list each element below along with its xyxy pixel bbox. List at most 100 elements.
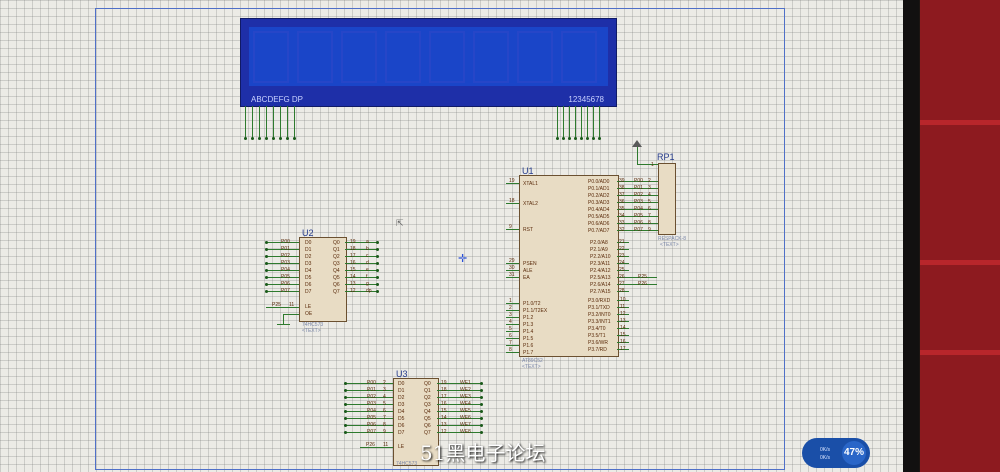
u2-input-wire [266,263,299,264]
u3-output-name: Q2 [424,395,431,401]
u1-pin-number: 9 [509,224,512,230]
u1-port2-wire [617,284,629,285]
u3-input-net: P03 [367,401,376,407]
u3-input-net: P02 [367,394,376,400]
u3-output-net: WE1 [460,380,471,386]
lcd-seg-wire [259,106,260,138]
u3-output-net: WE2 [460,387,471,393]
pin-dot [376,290,379,293]
u1-pin-wire [506,270,519,271]
u2-output-net: dp [366,288,372,294]
u2-input-wire [266,284,299,285]
u1-port3-number: 13 [620,318,626,324]
lcd-digit-wire [599,106,600,138]
u1-port3-number: 14 [620,325,626,331]
lcd-digit-wire [563,106,564,138]
u2-latch[interactable] [299,237,347,322]
u2-input-name: D1 [305,247,312,253]
pin-dot [598,137,601,140]
pin-dot [480,403,483,406]
u3-output-net: WE3 [460,394,471,400]
u3-le-number: 11 [383,442,389,448]
cursor-crosshair-icon: ✛ [458,253,468,265]
u3-input-wire [345,397,393,398]
u2-input-net: P04 [281,267,290,273]
segment-label: ABCDEFG DP [251,95,304,104]
u1-port2-net: P26 [638,281,647,287]
u3-input-name: D7 [398,430,405,436]
u1-port2-number: 22 [619,246,625,252]
u3-output-number: 14 [441,415,447,421]
u1-pin-wire [506,277,519,278]
u1-port0-name: P0.0/AD0 [588,179,610,185]
network-speed-widget[interactable]: 0K/s 0K/s 47% [802,438,870,468]
u2-le-wire [266,307,299,308]
pin-dot [480,410,483,413]
pin-dot [293,137,296,140]
rp1-ref: RP1 [657,152,675,162]
pin-dot [480,382,483,385]
u2-output-number: 16 [350,260,356,266]
u1-port0-net: P06 [634,220,643,226]
pin-dot [265,137,268,140]
u1-port0-net: P02 [634,192,643,198]
u1-pin-name: P1.0/T2 [523,301,541,307]
u1-port0-name: P0.3/AD3 [588,200,610,206]
u1-port2-name: P2.6/A14 [590,282,611,288]
pin-dot [265,269,268,272]
rp1-pin-number: 9 [648,227,651,233]
rp1-part: RESPACK-8 [658,236,686,242]
u2-input-wire [266,291,299,292]
u1-pin-number: 6 [509,333,512,339]
u2-input-wire [266,270,299,271]
u1-port0-number: 39 [619,178,625,184]
upload-speed: 0K/s [820,447,831,453]
u1-chip[interactable] [519,175,619,357]
u3-input-name: D1 [398,388,405,394]
u2-output-name: Q1 [333,247,340,253]
lcd-seg-wire [273,106,274,138]
u3-input-wire [345,404,393,405]
u2-output-net: g [366,281,369,287]
u2-input-name: D6 [305,282,312,288]
u1-port3-wire [617,300,629,301]
digit-6 [473,31,509,83]
digit-8 [561,31,597,83]
u1-pin-name: P1.7 [523,350,534,356]
rp1-pin-number: 4 [648,192,651,198]
u3-latch[interactable] [393,378,439,466]
seven-segment-display[interactable]: ABCDEFG DP 12345678 [240,18,617,107]
u1-port3-number: 17 [620,346,626,352]
lcd-seg-wire [252,106,253,138]
lcd-seg-wire [245,106,246,138]
pin-dot [344,382,347,385]
u2-output-number: 15 [350,267,356,273]
u3-output-net: WE6 [460,415,471,421]
u1-port2-net-wire [629,284,657,285]
rp1-pin-number: 2 [648,178,651,184]
u3-input-name: D2 [398,395,405,401]
rp1-resistor-pack[interactable] [658,163,676,235]
rp1-pin-number: 6 [648,206,651,212]
u1-pin-wire [506,317,519,318]
u2-input-name: D0 [305,240,312,246]
u3-ref: U3 [396,369,408,379]
u3-output-number: 19 [441,380,447,386]
u1-pin-wire [506,324,519,325]
u3-input-wire [345,425,393,426]
vcc-wire [637,145,638,165]
u1-port0-net: P05 [634,213,643,219]
pin-dot [265,248,268,251]
u1-port0-number: 37 [619,192,625,198]
u3-input-name: D4 [398,409,405,415]
pin-dot [279,137,282,140]
schematic-canvas[interactable]: ABCDEFG DP 12345678 U1 AT89C52 <TEXT> 19… [0,0,905,472]
u3-input-name: D3 [398,402,405,408]
u1-port3-wire [617,328,629,329]
lcd-seg-wire [266,106,267,138]
u1-port0-name: P0.6/AD6 [588,221,610,227]
u1-pin-name: PSEN [523,261,537,267]
u2-le-net: P25 [272,302,281,308]
u2-input-wire [266,277,299,278]
u2-output-name: Q7 [333,289,340,295]
